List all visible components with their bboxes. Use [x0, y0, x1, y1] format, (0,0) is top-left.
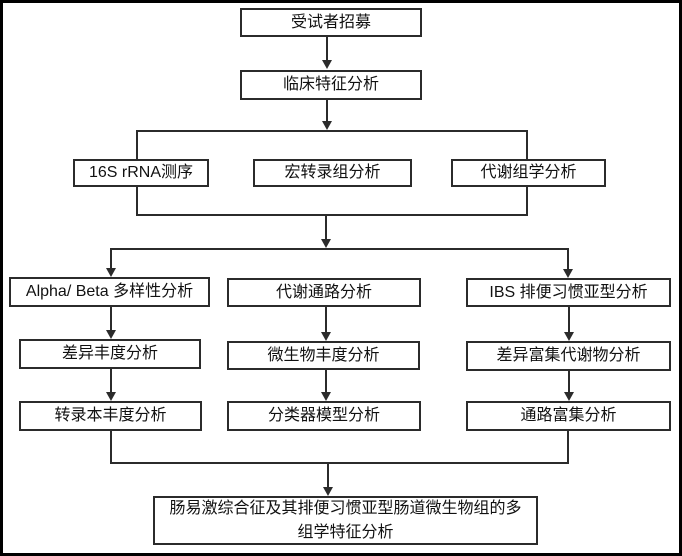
edge-omics-group-to-branch: [325, 216, 327, 239]
edge-recruit-to-clinical: [326, 36, 328, 60]
edge-transcript-abundance-to-converge: [110, 431, 112, 464]
edge-microbe-abundance-to-classifier: [325, 370, 327, 392]
arrowhead-ibs-to-diff-metabolites: [564, 332, 574, 341]
arrowhead-microbe-abundance-to-classifier: [321, 392, 331, 401]
node-differential-abundance-analysis: 差异丰度分析: [19, 339, 201, 369]
converge-line: [110, 462, 569, 464]
node-subject-recruitment: 受试者招募: [240, 8, 422, 37]
node-classifier-model-analysis: 分类器模型分析: [227, 401, 421, 431]
edge-ibs-to-diff-metabolites: [568, 307, 570, 332]
node-metatranscriptome-analysis: 宏转录组分析: [253, 159, 412, 187]
arrowhead-clinical-to-omics-group: [322, 121, 332, 130]
node-pathway-enrichment-analysis: 通路富集分析: [466, 401, 671, 431]
node-clinical-feature-analysis: 临床特征分析: [240, 70, 422, 100]
node-16s-rrna-sequencing: 16S rRNA测序: [73, 159, 209, 187]
edge-branch-to-diversity: [110, 248, 112, 268]
arrowhead-diff-abundance-to-transcript-abundance: [106, 392, 116, 401]
edge-clinical-to-omics-group: [326, 100, 328, 121]
arrowhead-pathway-to-microbe-abundance: [321, 332, 331, 341]
arrowhead-branch-to-ibs-subtype: [563, 269, 573, 278]
edge-diff-metabolites-to-pathway-enrichment: [568, 371, 570, 392]
arrowhead-recruit-to-clinical: [322, 60, 332, 69]
node-final-multiomics-feature-analysis: 肠易激综合征及其排便习惯亚型肠道微生物组的多组学特征分析: [153, 496, 538, 545]
branch-line: [110, 248, 569, 250]
edge-converge-to-final: [327, 462, 329, 487]
node-metabolomics-analysis: 代谢组学分析: [451, 159, 606, 187]
edge-diff-abundance-to-transcript-abundance: [110, 369, 112, 392]
node-alpha-beta-diversity-analysis: Alpha/ Beta 多样性分析: [9, 277, 210, 307]
edge-pathway-to-microbe-abundance: [325, 307, 327, 332]
arrowhead-converge-to-final: [323, 487, 333, 496]
arrowhead-diff-metabolites-to-pathway-enrichment: [564, 392, 574, 401]
arrowhead-diversity-to-diff-abundance: [106, 330, 116, 339]
node-ibs-bowel-habit-subtype-analysis: IBS 排便习惯亚型分析: [466, 278, 671, 307]
edge-diversity-to-diff-abundance: [110, 307, 112, 330]
edge-branch-to-ibs-subtype: [567, 248, 569, 269]
node-transcript-abundance-analysis: 转录本丰度分析: [19, 401, 202, 431]
arrowhead-omics-group-to-branch: [321, 239, 331, 248]
node-differential-enriched-metabolites-analysis: 差异富集代谢物分析: [466, 341, 671, 371]
arrowhead-branch-to-diversity: [106, 268, 116, 277]
edge-pathway-enrichment-to-converge: [567, 431, 569, 464]
node-microbe-abundance-analysis: 微生物丰度分析: [227, 341, 420, 370]
node-metabolic-pathway-analysis: 代谢通路分析: [227, 278, 421, 307]
